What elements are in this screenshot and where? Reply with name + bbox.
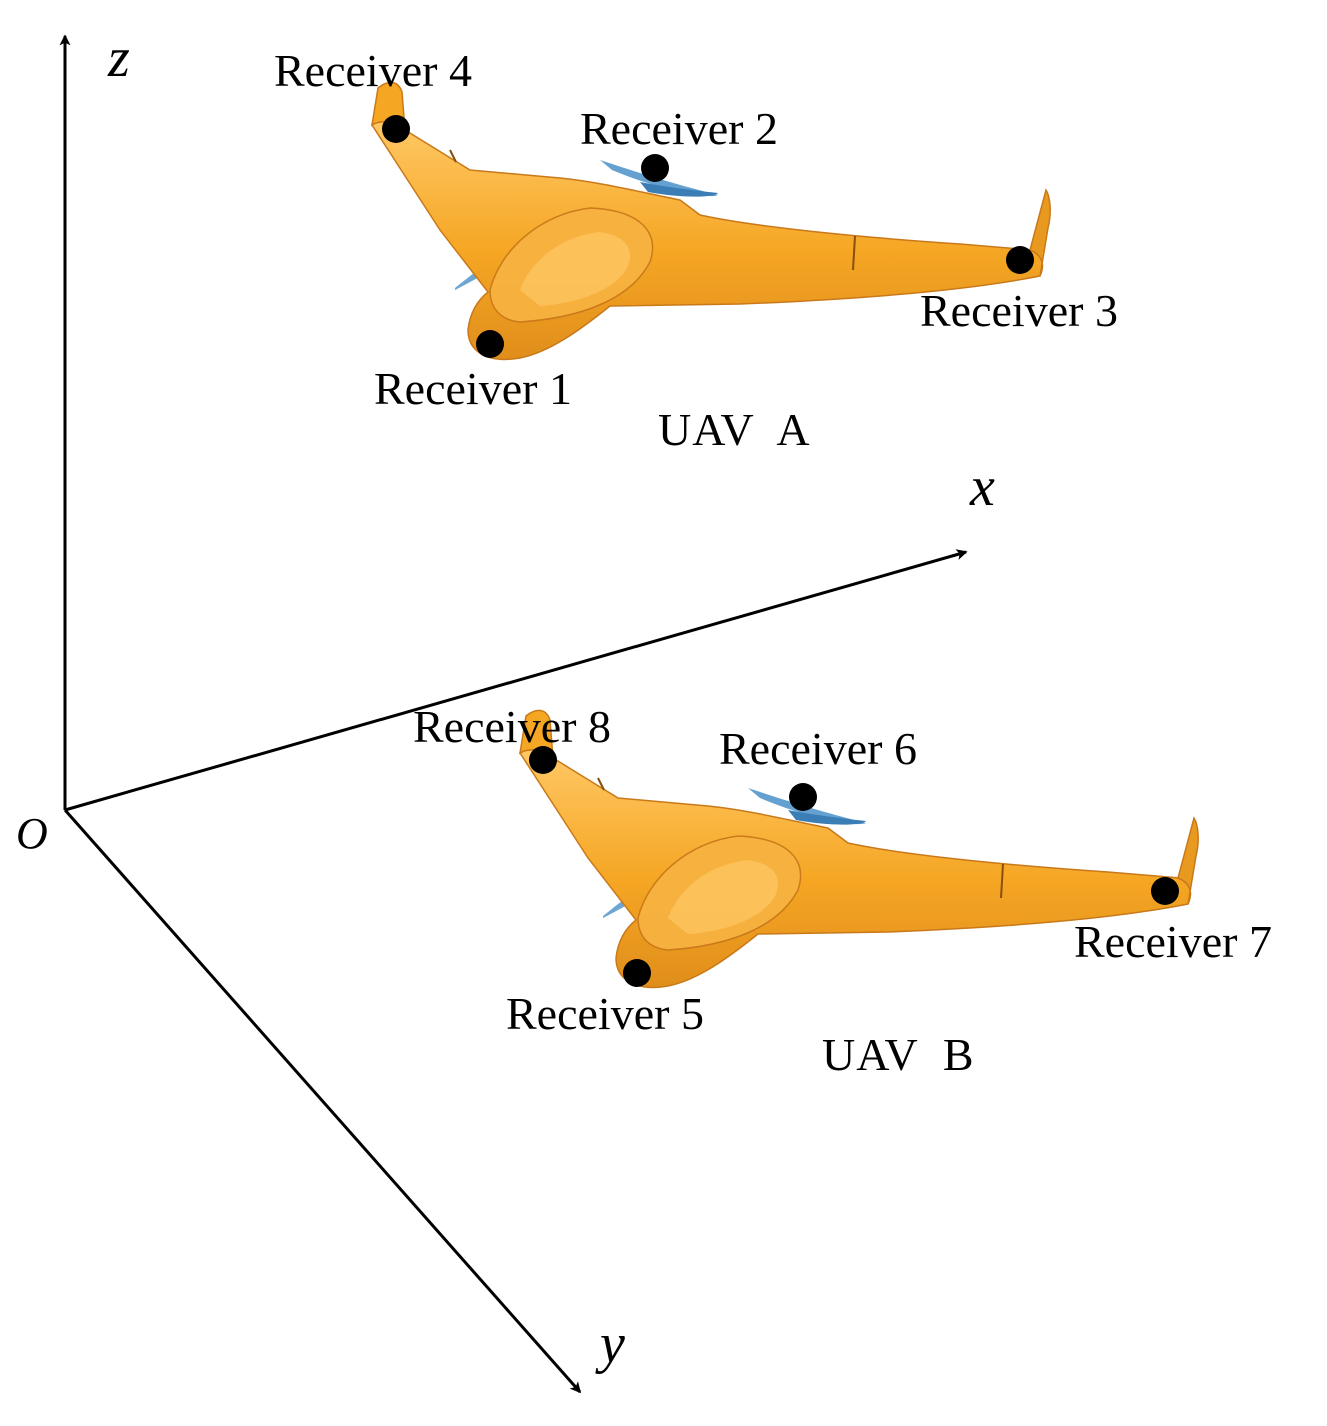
receiver-label-8: Receiver 8 [413,701,611,752]
receiver-marker-3 [1006,246,1034,274]
receiver-label-5: Receiver 5 [506,988,704,1039]
y-axis-label: y [595,1313,625,1375]
receiver-marker-5 [623,959,651,987]
receiver-marker-4 [382,115,410,143]
uav-a-label: UAV A [658,404,811,455]
axes [59,34,968,1394]
receiver-marker-1 [476,330,504,358]
receiver-label-2: Receiver 2 [580,103,778,154]
y-axis [63,809,582,1394]
receiver-label-3: Receiver 3 [920,285,1118,336]
receiver-label-6: Receiver 6 [719,723,917,774]
origin-label: O [16,809,48,858]
x-axis [64,549,968,812]
receiver-marker-8 [529,746,557,774]
z-axis-label: z [107,27,130,89]
uav-a: Receiver 4 Receiver 2 Receiver 3 Receive… [274,45,1118,455]
uav-b-label: UAV B [822,1029,975,1080]
receiver-label-7: Receiver 7 [1074,916,1272,967]
receiver-label-1: Receiver 1 [374,363,572,414]
receiver-marker-7 [1151,877,1179,905]
receiver-marker-2 [641,154,669,182]
x-axis-label: x [969,456,995,518]
receiver-marker-6 [789,783,817,811]
receiver-label-4: Receiver 4 [274,45,472,96]
uav-b: Receiver 8 Receiver 6 Receiver 7 Receive… [413,701,1272,1080]
